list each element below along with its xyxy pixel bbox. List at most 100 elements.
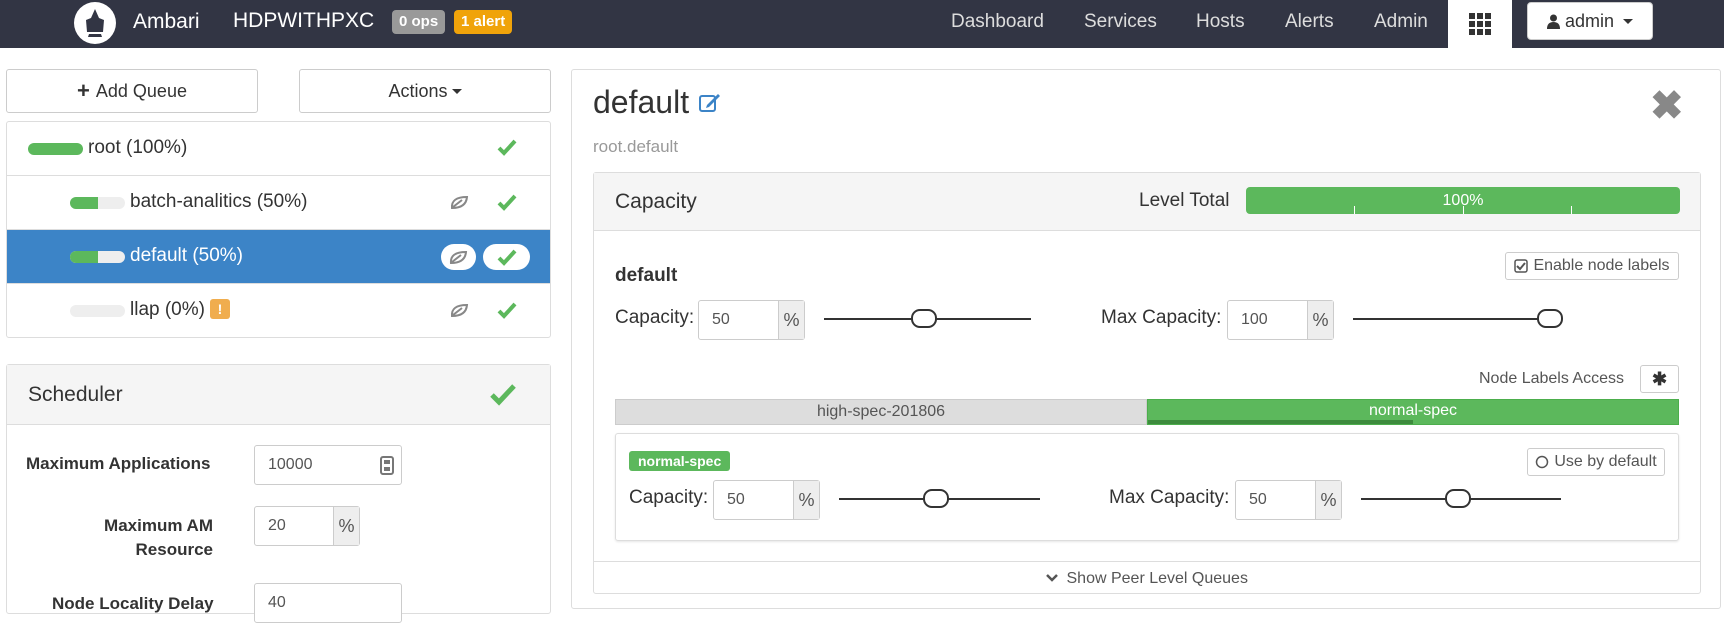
capacity-bar [70,251,125,263]
top-navbar: Ambari HDPWITHPXC 0 ops 1 alert Dashboar… [0,0,1724,48]
edit-icon[interactable] [699,92,721,113]
scheduler-title: Scheduler [28,383,123,406]
max-am-label-line2: Resource [135,540,213,559]
alert-badge[interactable]: 1 alert [454,10,513,34]
leaf-icon[interactable] [450,303,469,318]
apps-grid-button[interactable] [1448,0,1512,48]
queue-path: root.default [593,137,679,156]
capacity-slider-handle[interactable] [911,309,938,328]
capacity-title: Capacity [615,190,697,213]
max-capacity-slider-handle[interactable] [1536,309,1563,328]
capacity-bar [70,305,125,317]
max-capacity-slider-track[interactable] [1353,318,1560,320]
chevron-down-icon [1623,18,1634,24]
percent-addon: % [793,481,819,519]
user-icon [1546,14,1560,29]
use-by-default-label: Use by default [1554,453,1657,470]
max-capacity-input[interactable]: 100 % [1227,300,1334,340]
add-queue-label: Add Queue [95,80,187,101]
nav-services[interactable]: Services [1084,11,1157,32]
scheduler-header: Scheduler [7,365,550,425]
max-applications-label: Maximum Applications [26,454,211,473]
capacity-panel: Capacity Level Total 100% [593,172,1701,594]
queue-name-heading: default [615,265,678,286]
actions-label: Actions [388,80,448,101]
ambari-logo-icon [86,9,104,37]
max-applications-input[interactable]: 10000 [254,445,402,485]
check-icon [497,139,517,156]
ambari-logo[interactable] [74,2,116,44]
label-max-capacity-input[interactable]: 50 % [1235,480,1342,520]
queue-name: llap (0%) [130,299,205,320]
max-capacity-value: 100 [1241,311,1268,328]
queue-row-root[interactable]: root (100%) [7,122,550,176]
level-tick [1571,206,1572,214]
node-label-detail [615,433,1679,541]
cluster-name[interactable]: HDPWITHPXC [233,9,375,32]
capacity-bar-fill [28,143,83,155]
capacity-bar-fill [70,251,98,263]
queue-name: default (50%) [130,245,244,266]
calculator-icon [380,456,394,475]
tab-normal-spec-label: normal-spec [1368,402,1458,419]
enable-node-labels-button[interactable]: Enable node labels [1505,252,1679,280]
max-am-resource-input[interactable]: 20 % [254,506,360,546]
chevron-down-icon [451,88,462,94]
queue-title: default [593,84,689,121]
nav-admin[interactable]: Admin [1374,11,1428,32]
queue-name: root (100%) [88,137,188,158]
percent-addon: % [333,507,359,545]
label-capacity-label: Capacity: [629,487,709,508]
queue-row-default[interactable]: default (50%) [7,230,550,284]
use-by-default-button[interactable]: Use by default [1527,448,1665,476]
leaf-toggle[interactable] [441,244,476,270]
capacity-bar [28,143,83,155]
level-total-bar: 100% [1246,187,1680,214]
queue-row-llap[interactable]: llap (0%) ! [7,284,550,338]
tab-normal-spec[interactable]: normal-spec [1147,399,1679,425]
nav-dashboard[interactable]: Dashboard [951,11,1044,32]
tab-high-spec-201806[interactable]: high-spec-201806 [615,399,1147,425]
nav-hosts[interactable]: Hosts [1196,11,1245,32]
grid-icon [1469,13,1491,35]
check-icon [497,249,516,266]
label-max-capacity-slider-handle[interactable] [1445,489,1471,508]
state-toggle[interactable] [483,244,530,270]
leaf-icon[interactable] [450,195,469,210]
level-total-label: Level Total [1139,190,1230,211]
check-icon [490,384,516,406]
brand-name[interactable]: Ambari [133,10,200,33]
label-capacity-slider-handle[interactable] [923,489,950,508]
node-labels-access-button[interactable]: ✱ [1640,365,1679,393]
level-total-value: 100% [1442,192,1484,209]
capacity-header: Capacity Level Total 100% [594,173,1700,231]
capacity-value: 50 [712,311,730,328]
capacity-input[interactable]: 50 % [698,300,805,340]
label-capacity-input[interactable]: 50 % [713,480,820,520]
node-locality-delay-label: Node Locality Delay [52,594,214,613]
actions-dropdown-button[interactable]: Actions [299,69,551,113]
ops-badge[interactable]: 0 ops [392,10,446,34]
nav-alerts[interactable]: Alerts [1285,11,1334,32]
check-icon [497,302,517,319]
percent-addon: % [1315,481,1341,519]
max-applications-value: 10000 [268,456,313,473]
user-menu-button[interactable]: admin [1527,2,1653,40]
add-queue-button[interactable]: + Add Queue [6,69,258,113]
check-icon [497,194,517,211]
queue-row-batch-analitics[interactable]: batch-analitics (50%) [7,176,550,230]
node-labels-access-label: Node Labels Access [1479,370,1624,387]
label-max-capacity-label: Max Capacity: [1109,487,1230,508]
warning-icon: ! [210,299,230,319]
show-peer-queues-link[interactable]: Show Peer Level Queues [594,561,1700,594]
tab-capacity-indicator [1148,420,1413,424]
queue-tree: root (100%) batch-analitics (50%) defaul… [6,121,551,338]
max-am-resource-label: Maximum AM Resource [60,516,213,560]
chevron-down-icon [1046,574,1058,582]
percent-addon: % [778,301,804,339]
max-capacity-label: Max Capacity: [1101,307,1222,328]
leaf-icon [449,250,468,264]
node-locality-delay-input[interactable]: 40 [254,583,402,623]
close-icon[interactable]: ✖ [1650,84,1684,128]
capacity-bar-fill [70,197,98,209]
